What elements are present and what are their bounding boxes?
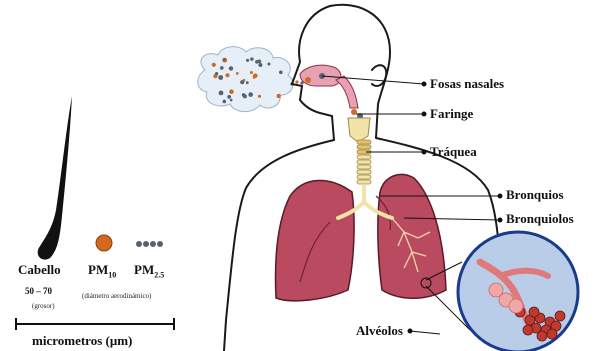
alveolar-sac — [509, 299, 523, 313]
cloud-particle — [250, 57, 253, 60]
alveolus — [523, 325, 533, 335]
alveolus — [547, 329, 557, 339]
cloud-particle — [258, 95, 261, 98]
cloud-particle — [212, 63, 216, 67]
cloud-particle — [227, 95, 231, 99]
cloud-particle — [219, 91, 224, 96]
cloud-particle — [236, 72, 239, 75]
trachea-ring — [357, 170, 371, 174]
cloud-particle — [248, 92, 253, 97]
cloud-particle — [229, 89, 234, 94]
trachea-ring — [357, 165, 371, 169]
trachea-ring — [357, 140, 371, 144]
cloud-particle — [218, 75, 223, 80]
pm10-particle-icon — [96, 235, 112, 251]
trachea-ring — [357, 180, 371, 184]
cloud-particle — [230, 99, 233, 102]
nasal-particle — [305, 77, 311, 83]
cloud-particle — [255, 60, 259, 64]
cloud-particle — [253, 76, 256, 79]
cloud-particle — [246, 81, 249, 84]
cloud-particle — [223, 58, 226, 61]
pm10-base: PM — [88, 262, 108, 277]
cloud-particle — [267, 63, 270, 66]
lungs — [276, 174, 446, 300]
label-fosas-nasales: Fosas nasales — [430, 76, 504, 92]
pharynx — [336, 76, 358, 108]
label-pm25: PM2.5 — [134, 262, 164, 280]
cloud-particle — [246, 59, 249, 62]
cloud-particle — [229, 66, 233, 70]
label-scale: micrometros (μm) — [32, 333, 132, 349]
particle-cloud — [198, 47, 293, 112]
cloud-particle — [250, 71, 253, 74]
trachea-ring — [357, 160, 371, 164]
cloud-particle — [277, 94, 281, 98]
trachea — [357, 140, 371, 184]
pm25-base: PM — [134, 262, 154, 277]
cloud-particle — [215, 72, 218, 75]
cloud-particle — [258, 63, 262, 67]
pm25-particles-icon — [136, 241, 163, 247]
label-traquea: Tráquea — [430, 144, 477, 160]
left-lung — [378, 174, 446, 298]
label-cabello-range: 50 – 70 — [25, 286, 52, 296]
label-cabello: Cabello — [18, 262, 61, 278]
pm10-sub: 10 — [108, 271, 116, 280]
scale-bar — [16, 318, 174, 330]
cloud-particle — [225, 73, 229, 77]
hair-icon — [38, 96, 72, 260]
trachea-ring — [357, 145, 371, 149]
larynx — [348, 118, 370, 142]
alveolus — [529, 307, 539, 317]
cloud-particle — [220, 66, 224, 70]
label-cabello-note: (grosor) — [32, 302, 55, 310]
cloud-particle — [240, 80, 244, 84]
trachea-ring — [357, 155, 371, 159]
label-alveolos: Alvéolos — [356, 323, 403, 339]
cloud-particle — [223, 100, 227, 104]
label-faringe: Faringe — [430, 106, 473, 122]
cloud-particle — [243, 94, 247, 98]
label-pm-note: (diámetro aerodinámico) — [82, 292, 151, 300]
right-lung — [276, 180, 355, 300]
pm25-sub: 2.5 — [154, 271, 164, 280]
label-pm10: PM10 — [88, 262, 116, 280]
alveolus — [537, 331, 547, 341]
label-bronquios: Bronquios — [506, 187, 564, 203]
trachea-ring — [357, 175, 371, 179]
cloud-particle — [279, 71, 283, 75]
alveolus — [555, 311, 565, 321]
label-bronquiolos: Bronquiolos — [506, 211, 574, 227]
